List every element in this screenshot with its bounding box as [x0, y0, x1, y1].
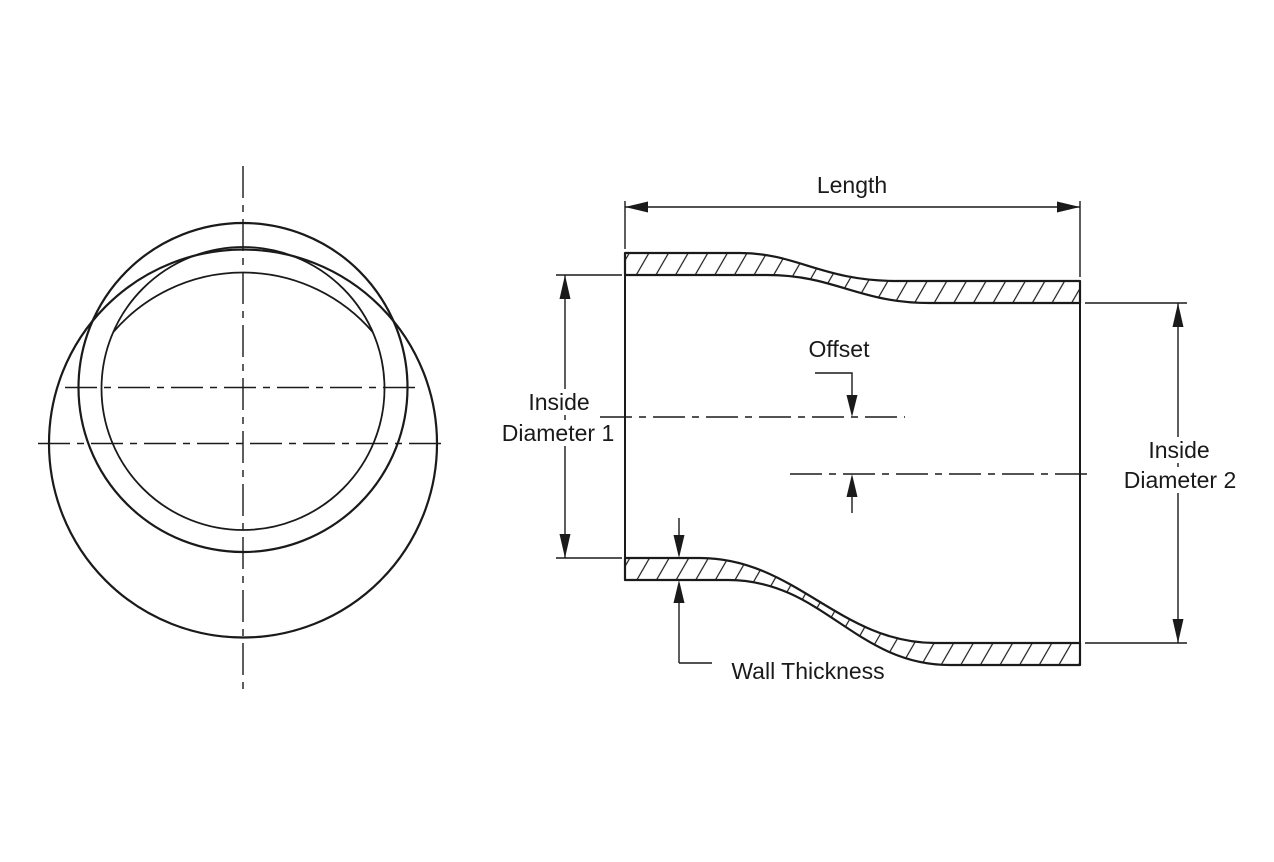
- offset-arrow-up: [846, 474, 858, 497]
- wall-thickness-dimension: [673, 518, 712, 664]
- wall-arrow-up: [673, 580, 685, 603]
- length-label: Length: [814, 172, 890, 198]
- length-arrow-right: [1057, 201, 1080, 213]
- offset-label: Offset: [806, 336, 872, 362]
- id1-arrow-top: [559, 275, 571, 299]
- wall-thickness-label: Wall Thickness: [729, 658, 887, 684]
- section-top-wall: [623, 251, 1082, 305]
- small-end-inner-circle: [100, 246, 386, 531]
- offset-dimension: [815, 372, 858, 513]
- section-view: [600, 251, 1093, 667]
- large-end-outer-circle: [47, 248, 439, 639]
- large-end-inner-arc: [112, 271, 374, 333]
- inside-diameter-2-label-line2: Diameter 2: [1121, 467, 1239, 493]
- inside-diameter-2-label-line1: Inside: [1146, 437, 1212, 463]
- id2-arrow-top: [1172, 303, 1184, 327]
- inside-diameter-1-label-line1: Inside: [526, 389, 592, 415]
- length-arrow-left: [625, 201, 648, 213]
- id2-arrow-bottom: [1172, 619, 1184, 643]
- offset-arrow-down: [846, 395, 858, 417]
- wall-arrow-down: [673, 535, 685, 558]
- section-bottom-wall: [623, 556, 1082, 667]
- front-view: [38, 166, 448, 691]
- inside-diameter-1-label-line2: Diameter 1: [499, 420, 617, 446]
- length-dimension: [624, 201, 1081, 277]
- inside-diameter-1-dimension: [556, 274, 622, 559]
- id1-arrow-bottom: [559, 534, 571, 558]
- small-end-outer-circle: [77, 221, 409, 554]
